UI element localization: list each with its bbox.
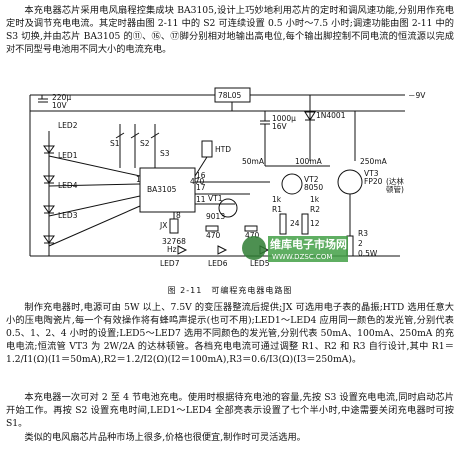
intro-paragraph: 本充电器芯片采用电风扇程控集成块 BA3105,设计上巧妙地利用芯片的定时和调风… xyxy=(6,5,454,55)
cap1-label: 220μ xyxy=(52,93,71,102)
vt1-type: 9013 xyxy=(206,212,225,221)
r1-label: R1 xyxy=(272,205,282,214)
r1k2-label: 1k xyxy=(272,195,282,204)
pin17-label: 17 xyxy=(196,183,206,192)
s2-label: S2 xyxy=(140,139,150,148)
dzsc-watermark-logo: 维库电子市场网 WWW.DZSC.COM xyxy=(240,232,350,266)
crystal-unit: Hz xyxy=(167,245,177,254)
led3-label: LED3 xyxy=(58,211,78,220)
crystal-label: JX xyxy=(159,221,167,230)
svg-text:维库电子市场网: 维库电子市场网 xyxy=(270,237,347,251)
led5-label: LED5 xyxy=(250,259,270,268)
current-250ma-label: 250mA xyxy=(360,157,388,166)
ic-label: BA3105 xyxy=(147,185,177,194)
r3-value: 2 xyxy=(358,239,363,248)
current-50ma-label: 50mA xyxy=(242,157,265,166)
figure-caption: 图 2-11 可编程充电器电路图 xyxy=(167,286,293,295)
crystal-frequency: 32768 xyxy=(162,237,186,246)
led1-label: LED1 xyxy=(58,151,78,160)
vt2-label: VT2 xyxy=(304,175,319,184)
svg-text:WWW.DZSC.COM: WWW.DZSC.COM xyxy=(272,253,332,261)
pin16-label: 16 xyxy=(196,171,206,180)
vt2-type: 8050 xyxy=(304,183,323,192)
cap1-voltage: 10V xyxy=(52,101,68,110)
s3-label: S3 xyxy=(160,149,170,158)
vt1-label: VT1 xyxy=(208,194,223,203)
vt3-label: VT3 xyxy=(364,169,379,178)
circuit-diagram: 78L05 220μ 10V 1000μ 16V 1N4001 －9V BA31… xyxy=(29,87,426,268)
current-100ma-label: 100mA xyxy=(295,157,323,166)
r470c-label: 470 xyxy=(190,177,205,186)
r1k-label: 1k xyxy=(310,195,320,204)
regulator-label: 78L05 xyxy=(218,91,241,100)
r2-value: 12 xyxy=(310,219,320,228)
r1-value: 24 xyxy=(290,219,300,228)
pin11-label: 11 xyxy=(196,195,206,204)
htd-label: HTD xyxy=(215,145,231,154)
r2-label: R2 xyxy=(310,205,320,214)
led4-label: LED4 xyxy=(58,181,78,190)
led2-label: LED2 xyxy=(58,121,78,130)
closing-paragraph: 类似的电风扇芯片品种市场上很多,价格也很便宜,制作时可灵活选用。 xyxy=(24,432,306,443)
s1-label: S1 xyxy=(110,139,120,148)
usage-paragraph: 本充电器一次可对 2 至 4 节电池充电。使用时根据待充电池的容量,先按 S3 … xyxy=(6,392,454,429)
r3-label: R3 xyxy=(358,229,368,238)
diode-label: 1N4001 xyxy=(316,111,346,120)
r470b-label: 470 xyxy=(245,231,260,240)
supply-label: －9V xyxy=(408,91,426,100)
r3-watt: 0.5W xyxy=(358,249,378,258)
pin8-label: 8 xyxy=(176,211,181,220)
darlington-label-2: 顿管) xyxy=(386,184,404,194)
cap2-voltage: 16V xyxy=(272,122,288,131)
r470a-label: 470 xyxy=(206,231,221,240)
build-instructions-paragraph: 制作充电器时,电源可由 5W 以上、7.5V 的变压器整流后提供;JX 可选用电… xyxy=(6,302,454,365)
cap2-label: 1000μ xyxy=(272,114,296,123)
pin1-label: 1 xyxy=(136,175,141,184)
darlington-label: (达林 xyxy=(386,176,404,186)
led6-label: LED6 xyxy=(208,259,228,268)
vt3-type: FP20 xyxy=(364,177,383,186)
led7-label: LED7 xyxy=(160,259,180,268)
